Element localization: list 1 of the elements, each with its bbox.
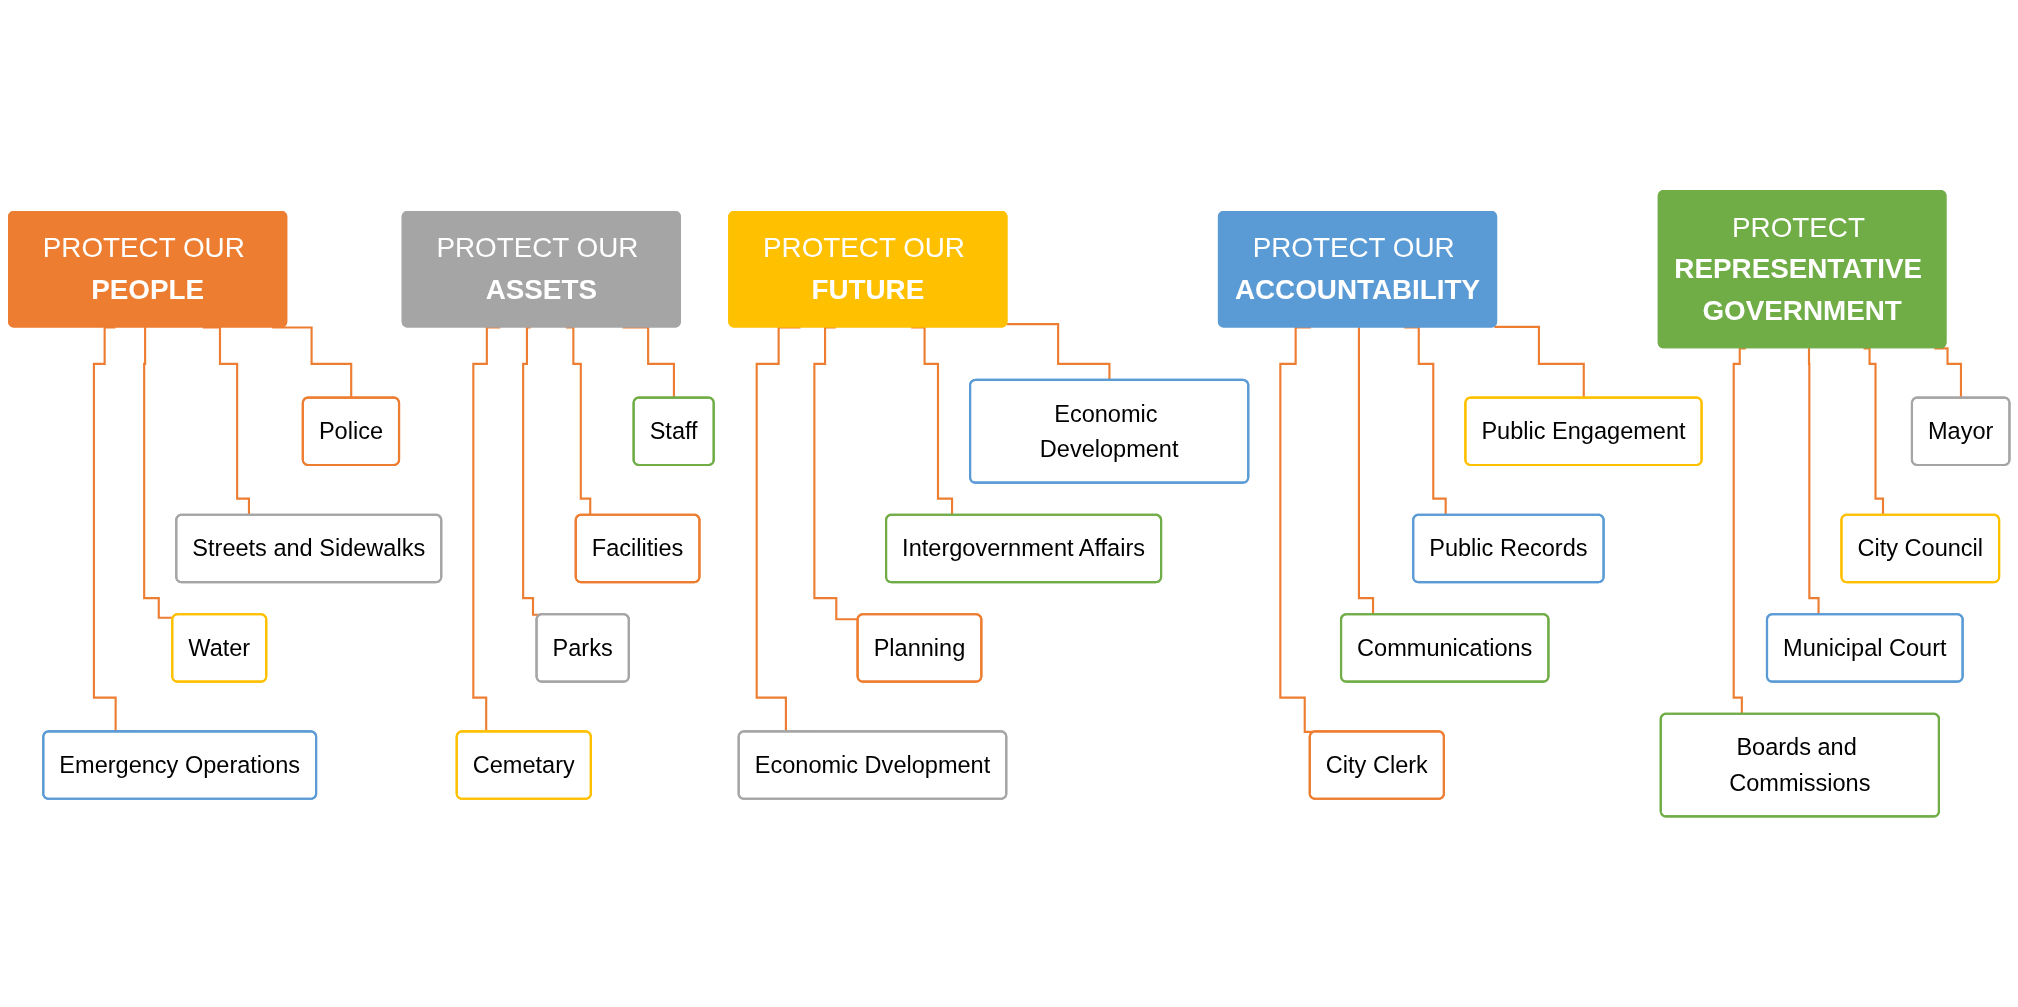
connector xyxy=(143,326,174,619)
